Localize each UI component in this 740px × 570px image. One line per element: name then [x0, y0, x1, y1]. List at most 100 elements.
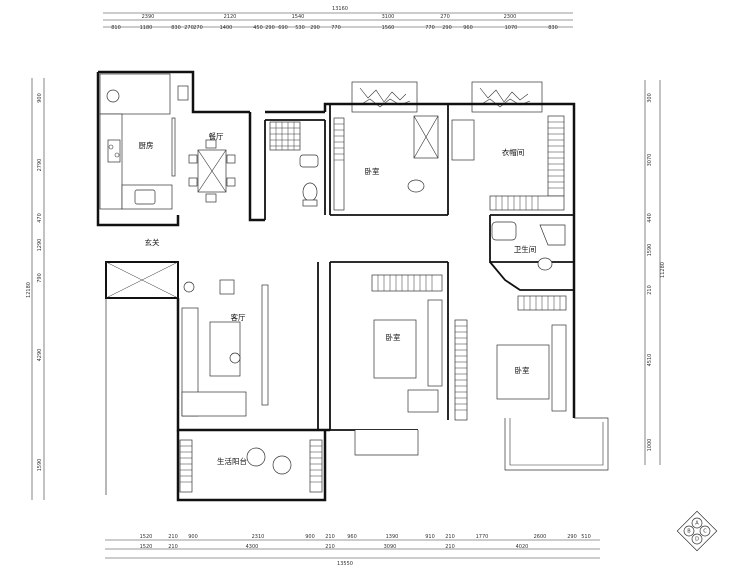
- compass-letter-a: A: [695, 521, 699, 527]
- compass-letter-c: C: [703, 529, 707, 535]
- vanity: [451, 119, 475, 161]
- dim-bottom2-7: 4020: [516, 544, 529, 550]
- dim-top2-9: 690: [278, 25, 288, 31]
- kitchen: 厨房: [99, 73, 189, 210]
- dim-right-1: 300: [647, 93, 653, 103]
- dim-top2-15: 290: [442, 25, 452, 31]
- dim-right-7: 1000: [647, 439, 653, 452]
- dim-bottom-1: 1520: [140, 534, 153, 540]
- dim-top-2: 2120: [224, 14, 237, 20]
- bed-2: [496, 344, 550, 400]
- south-bay-windows: [354, 417, 609, 471]
- compass-icon: A B C D: [676, 510, 718, 552]
- north-planters: [351, 81, 543, 113]
- dim-top2-7: 450: [253, 25, 263, 31]
- bottom-dimensions: 1520 210 900 2310 900 210 960 1390 910 2…: [105, 534, 600, 567]
- dim-top2-17: 1070: [505, 25, 518, 31]
- compass-letter-b: B: [687, 529, 691, 535]
- dim-top-total: 13160: [332, 6, 348, 12]
- room-label-kitchen: 厨房: [139, 140, 154, 150]
- small-bathroom: [269, 121, 319, 207]
- dim-top2-13: 1560: [382, 25, 395, 31]
- dim-top2-1: 810: [111, 25, 121, 31]
- dim-bottom2-3: 4300: [246, 544, 259, 550]
- room-label-bedroom-north: 卧室: [365, 166, 380, 176]
- dim-bottom-5: 900: [305, 534, 315, 540]
- dim-top2-8: 290: [265, 25, 275, 31]
- room-label-bathroom: 卫生间: [514, 244, 537, 254]
- dim-top2-10: 530: [295, 25, 305, 31]
- bed: [373, 319, 417, 379]
- dim-left-7: 1590: [37, 459, 43, 472]
- dim-top2-5: 270: [193, 25, 203, 31]
- dim-bottom2-2: 210: [168, 544, 178, 550]
- dim-top2-4: 270: [184, 25, 194, 31]
- dim-right-6: 4510: [647, 354, 653, 367]
- tv-cabinet: [261, 284, 269, 406]
- dim-top2-6: 1400: [220, 25, 233, 31]
- basin-icon-2: [491, 221, 517, 241]
- living-room: 客厅: [181, 279, 269, 417]
- foyer: 玄关: [105, 237, 179, 299]
- dim-bottom-12: 2600: [534, 534, 547, 540]
- dim-top2-3: 830: [171, 25, 181, 31]
- main-bathroom: 卫生间: [491, 221, 566, 271]
- dim-bottom2-6: 210: [445, 544, 455, 550]
- dim-bottom-7: 960: [347, 534, 357, 540]
- top-dimensions: 13160 2390 2120 1540 3100 270 2300 810 1…: [103, 6, 573, 31]
- dining: 餐厅: [171, 117, 236, 203]
- dim-top-5: 270: [440, 14, 450, 20]
- bedroom-north: 卧室: [333, 115, 439, 211]
- room-label-balcony: 生活阳台: [217, 456, 247, 466]
- bedroom-east: 卧室: [454, 295, 567, 421]
- dim-right-5: 210: [647, 285, 653, 295]
- room-label-dining: 餐厅: [209, 132, 224, 141]
- dim-top2-18: 830: [548, 25, 558, 31]
- living-balcony: 生活阳台: [179, 439, 323, 493]
- dim-bottom-10: 210: [445, 534, 455, 540]
- basin-icon: [299, 154, 319, 168]
- dim-left-4: 1290: [37, 239, 43, 252]
- coffee-table: [209, 321, 241, 377]
- dim-right-2: 3070: [647, 154, 653, 167]
- toilet-icon-2: [537, 257, 553, 271]
- room-label-closet: 衣帽间: [502, 147, 525, 157]
- dim-bottom-3: 900: [188, 534, 198, 540]
- dim-bottom2-4: 210: [325, 544, 335, 550]
- compass-letter-d: D: [695, 537, 699, 543]
- room-label-bedroom-east: 卧室: [515, 365, 530, 375]
- dim-bottom-13: 290: [567, 534, 577, 540]
- dim-top2-11: 290: [310, 25, 320, 31]
- room-label-bedroom-center: 卧室: [386, 332, 401, 342]
- dim-bottom-6: 210: [325, 534, 335, 540]
- sink-icon: [134, 189, 156, 205]
- dim-top-4: 3100: [382, 14, 395, 20]
- dim-bottom-9: 910: [425, 534, 435, 540]
- dim-bottom2-1: 1520: [140, 544, 153, 550]
- dim-top2-2: 1180: [140, 25, 153, 31]
- dim-left-5: 790: [37, 273, 43, 283]
- dim-right-total: 11280: [660, 262, 666, 278]
- dim-left-2: 2790: [37, 159, 43, 172]
- dim-bottom-total: 13550: [337, 561, 353, 567]
- left-dimensions: 12180 900 2790 470 1290 790 4290 1590: [26, 78, 45, 500]
- closet-room: 衣帽间: [451, 115, 565, 211]
- dim-top-1: 2390: [142, 14, 155, 20]
- dim-bottom-11: 1770: [476, 534, 489, 540]
- dim-top-6: 2300: [504, 14, 517, 20]
- interior-walls: [264, 104, 574, 431]
- dim-bottom2-5: 3090: [384, 544, 397, 550]
- dim-left-1: 900: [37, 93, 43, 103]
- dim-right-3: 440: [647, 213, 653, 223]
- dim-bottom-2: 210: [168, 534, 178, 540]
- dim-right-4: 1590: [647, 244, 653, 257]
- fridge-icon: [177, 85, 189, 101]
- dim-bottom-14: 510: [581, 534, 591, 540]
- washer-icon: [106, 89, 120, 103]
- toilet-icon: [302, 182, 318, 202]
- dim-top2-14: 770: [425, 25, 435, 31]
- dim-top2-16: 960: [463, 25, 473, 31]
- room-label-living: 客厅: [231, 312, 246, 322]
- dim-left-total: 12180: [26, 282, 32, 298]
